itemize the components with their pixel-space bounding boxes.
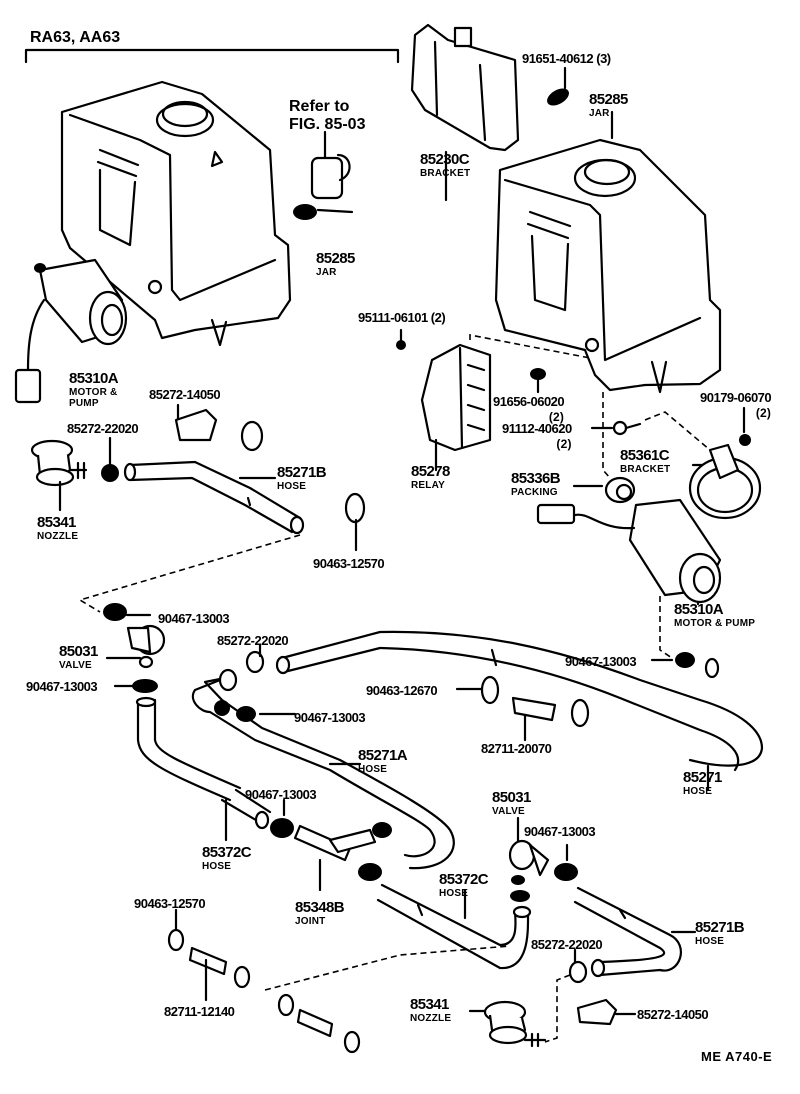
clip-85272-22020-drawing xyxy=(101,464,119,482)
part-label[interactable]: 82711-20070 xyxy=(481,741,552,756)
part-label[interactable]: 90463-12670 xyxy=(366,683,438,698)
joint-85348b-drawing xyxy=(270,798,392,892)
bottom-left-clips-drawing xyxy=(167,908,361,1054)
screw-91651-drawing xyxy=(547,88,569,106)
part-label[interactable]: 90467-13003 xyxy=(245,787,317,802)
reference-line-2: FIG. 85-03 xyxy=(289,115,366,133)
upper-nozzle-drawing xyxy=(30,439,88,512)
motor-hose-dashed-line xyxy=(659,596,673,659)
part-label[interactable]: 90467-13003 xyxy=(26,679,98,694)
right-valve-drawing xyxy=(508,816,578,902)
bolt-91112-drawing xyxy=(612,420,628,436)
part-label[interactable]: 90467-13003 xyxy=(294,710,366,725)
part-label[interactable]: 85272-14050 xyxy=(149,387,221,402)
packing-85336b-drawing xyxy=(604,476,636,504)
clamp-drawing xyxy=(240,420,264,452)
lower-nozzle-drawing xyxy=(468,1000,547,1048)
hose-85271a-drawing xyxy=(191,668,455,870)
relay-dashed-line xyxy=(469,334,591,359)
reference-line-1: Refer to xyxy=(289,98,350,115)
part-label[interactable]: 90467-13003 xyxy=(565,654,637,669)
part-label[interactable]: 95111-06101 (2) xyxy=(358,310,446,325)
clamp-90467-right-drawing xyxy=(675,652,695,668)
part-label[interactable]: 90467-13003 xyxy=(524,824,596,839)
jar-motor-dashed-line xyxy=(602,392,611,479)
holder-82711-20070-drawing xyxy=(511,696,557,722)
right-jar-drawing xyxy=(494,110,722,394)
part-label[interactable]: 91651-40612 (3) xyxy=(522,51,611,66)
upper-hose-drawing xyxy=(123,460,305,535)
left-jar-drawing xyxy=(60,80,292,347)
part-label[interactable]: 90467-13003 xyxy=(158,611,230,626)
part-label[interactable]: 85272-14050 xyxy=(637,1007,709,1022)
nozzle-dashed-line xyxy=(544,974,571,1043)
clip-85272-22020-lower-drawing xyxy=(568,960,588,984)
left-valve-drawing xyxy=(103,603,166,693)
lower-hose-85271b-drawing xyxy=(573,886,697,978)
part-label[interactable]: 85272-22020 xyxy=(67,421,139,436)
bracket-dashed-line xyxy=(644,411,711,451)
clip-85272-14050-drawing xyxy=(174,408,218,442)
bracket-85361c-drawing xyxy=(688,443,762,520)
part-label[interactable]: 85272-22020 xyxy=(531,937,603,952)
model-header: RA63, AA63 xyxy=(30,29,121,46)
figure-code: ME A740-E xyxy=(701,1049,773,1064)
part-label[interactable]: 90463-12570 xyxy=(134,896,206,911)
lower-hose-85372c-drawing xyxy=(376,883,532,970)
left-long-hose-drawing xyxy=(135,696,272,842)
part-label[interactable]: 91112-40620(2) xyxy=(502,421,572,451)
clamp-90463-12670-drawing xyxy=(480,675,500,705)
nut-90179-drawing xyxy=(739,434,751,446)
hose-85271-drawing xyxy=(275,630,764,792)
part-label[interactable]: 82711-12140 xyxy=(164,1004,235,1019)
nut-95111-drawing xyxy=(396,340,406,350)
right-motor-drawing xyxy=(536,498,722,606)
small-pump-drawing xyxy=(293,130,354,220)
clamp-mid-drawing xyxy=(570,698,590,728)
part-label[interactable]: 90463-12570 xyxy=(313,556,385,571)
bottom-dashed-line xyxy=(264,945,511,991)
relay-drawing xyxy=(420,343,492,472)
left-motor-drawing xyxy=(14,258,128,404)
clip-85272-22020-mid-drawing xyxy=(245,650,265,674)
bolt-91656-drawing xyxy=(530,368,546,380)
model-bracket-line xyxy=(24,48,400,64)
part-label[interactable]: 91656-06020(2) xyxy=(493,394,565,424)
clamp-90463-12570-drawing xyxy=(344,492,366,524)
clip-85272-14050-lower-drawing xyxy=(576,998,618,1026)
upper-hose-dashed-line xyxy=(78,534,301,613)
reference-note: Refer to FIG. 85-03 xyxy=(289,98,365,133)
bracket-85230c-drawing xyxy=(410,23,520,202)
part-label[interactable]: 85272-22020 xyxy=(217,633,289,648)
part-label[interactable]: 90179-06070(2) xyxy=(700,390,772,420)
